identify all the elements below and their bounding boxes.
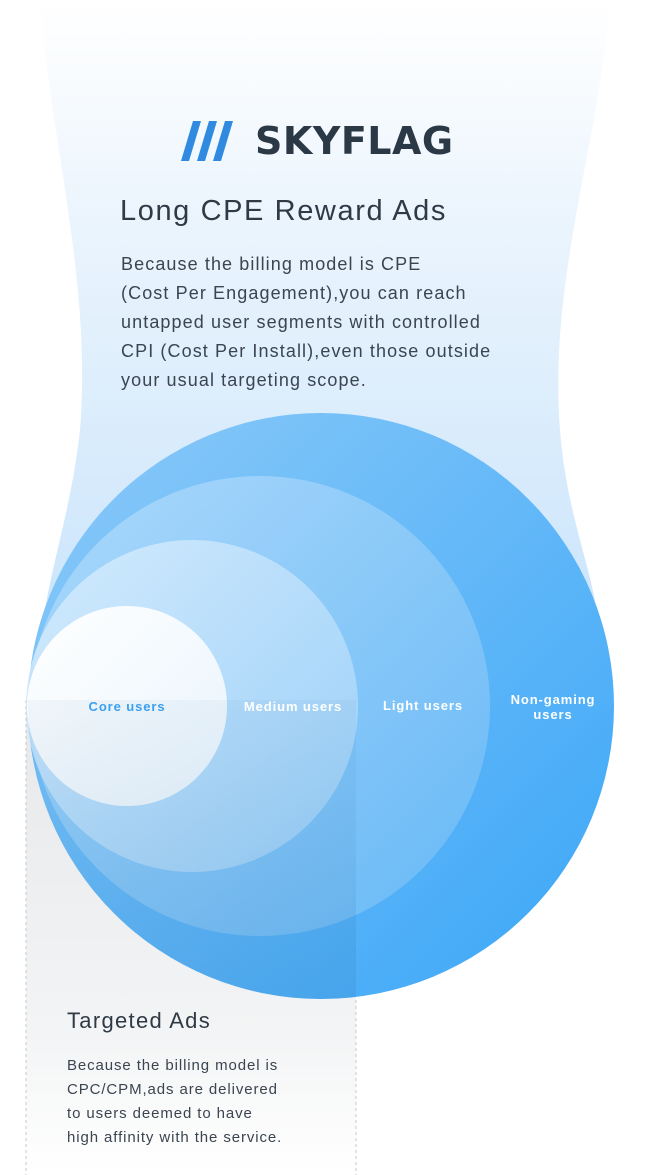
label-core-users: Core users xyxy=(88,699,166,714)
long-cpe-description-line: your usual targeting scope. xyxy=(121,370,367,390)
targeted-description-line: high affinity with the service. xyxy=(67,1129,283,1146)
targeted-ads-description: Because the billing model is CPC/CPM,ads… xyxy=(67,1054,347,1150)
skyflag-logo-icon xyxy=(181,121,233,161)
long-cpe-description-line: (Cost Per Engagement),you can reach xyxy=(121,283,467,303)
logo: SKYFLAG xyxy=(181,116,454,166)
targeted-description-line: CPC/CPM,ads are delivered xyxy=(67,1081,278,1098)
long-cpe-description-line: Because the billing model is CPE xyxy=(121,254,422,274)
long-cpe-description-line: CPI (Cost Per Install),even those outsid… xyxy=(121,341,492,361)
label-non-gaming-users: Non-gaming users xyxy=(510,692,596,722)
targeted-ads-title: Targeted Ads xyxy=(67,1008,212,1033)
label-medium-users: Medium users xyxy=(243,699,343,714)
brand-name: SKYFLAG xyxy=(255,119,454,163)
long-cpe-description-line: untapped user segments with controlled xyxy=(121,312,481,332)
targeted-description-line: to users deemed to have xyxy=(67,1105,253,1122)
long-cpe-title: Long CPE Reward Ads xyxy=(120,195,448,227)
long-cpe-description: Because the billing model is CPE (Cost P… xyxy=(121,250,591,395)
label-light-users: Light users xyxy=(383,698,463,713)
targeted-description-line: Because the billing model is xyxy=(67,1057,279,1074)
